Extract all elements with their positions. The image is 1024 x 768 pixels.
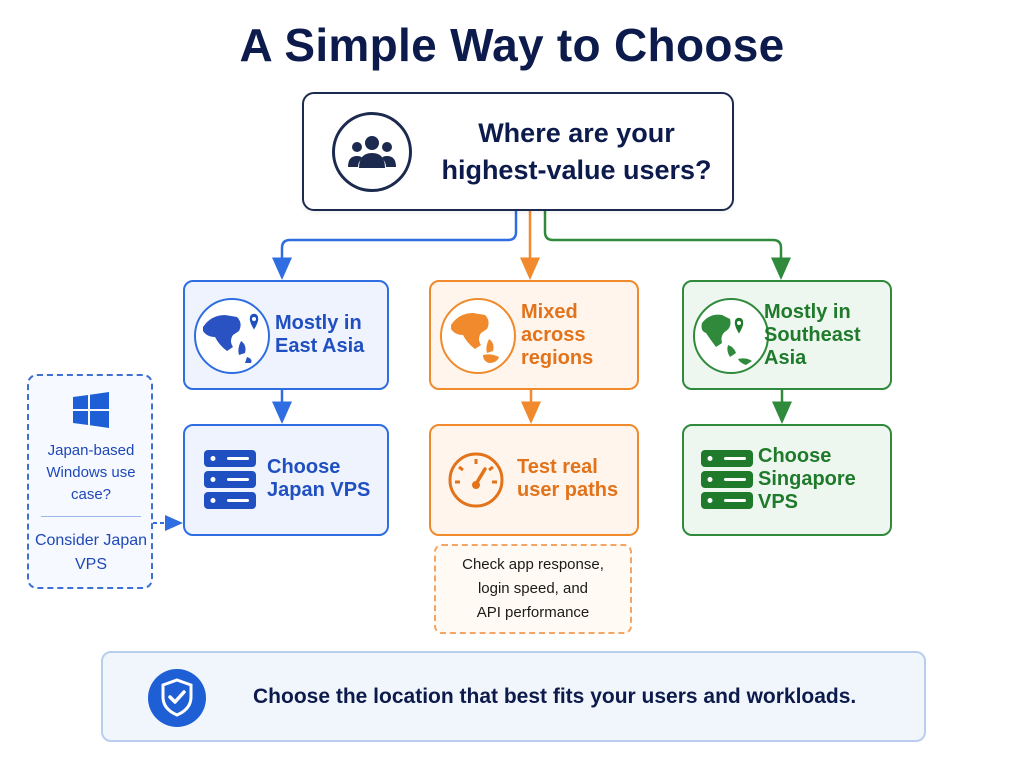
footer-banner: Choose the location that best fits your … (101, 651, 926, 742)
footer-message: Choose the location that best fits your … (253, 684, 857, 708)
region-label-east-asia: Mostly in East Asia (275, 312, 365, 357)
branch-mixed: Mixed across regions (429, 280, 639, 390)
side-note-divider (41, 516, 141, 517)
test-paths-note: Check app response, login speed, and API… (434, 544, 632, 634)
globe-southeast-asia-pin-icon (693, 298, 769, 374)
branch-east-asia: Mostly in East Asia (183, 280, 389, 390)
action-label-singapore-vps: Choose Singapore VPS (758, 444, 856, 513)
globe-east-asia-pin-icon (194, 298, 270, 374)
question-box: Where are your highest-value users? (302, 92, 734, 211)
action-japan-vps: Choose Japan VPS (183, 424, 389, 536)
region-label-southeast-asia: Mostly in Southeast Asia (764, 300, 861, 369)
globe-mixed-icon (440, 298, 516, 374)
windows-logo-icon (73, 392, 109, 428)
speedometer-icon (447, 448, 505, 512)
side-note-answer: Consider Japan VPS (34, 532, 148, 573)
server-stack-icon (201, 448, 259, 512)
region-label-mixed: Mixed across regions (521, 300, 594, 369)
connector-southeast-asia (543, 211, 791, 280)
connector-east-asia (272, 211, 518, 280)
side-note-question: Japan-based Windows use case? (46, 442, 136, 503)
branch-southeast-asia: Mostly in Southeast Asia (682, 280, 892, 390)
server-stack-icon (698, 448, 756, 512)
action-test-paths: Test real user paths (429, 424, 639, 536)
action-singapore-vps: Choose Singapore VPS (682, 424, 892, 536)
shield-check-icon (148, 669, 206, 727)
windows-side-note: Japan-based Windows use case? Consider J… (27, 374, 153, 589)
users-group-icon (332, 112, 412, 192)
diagram-title: A Simple Way to Choose (239, 19, 785, 71)
question-text: Where are your highest-value users? (441, 118, 712, 185)
action-label-japan-vps: Choose Japan VPS (267, 456, 371, 501)
action-label-test-paths: Test real user paths (517, 456, 619, 501)
